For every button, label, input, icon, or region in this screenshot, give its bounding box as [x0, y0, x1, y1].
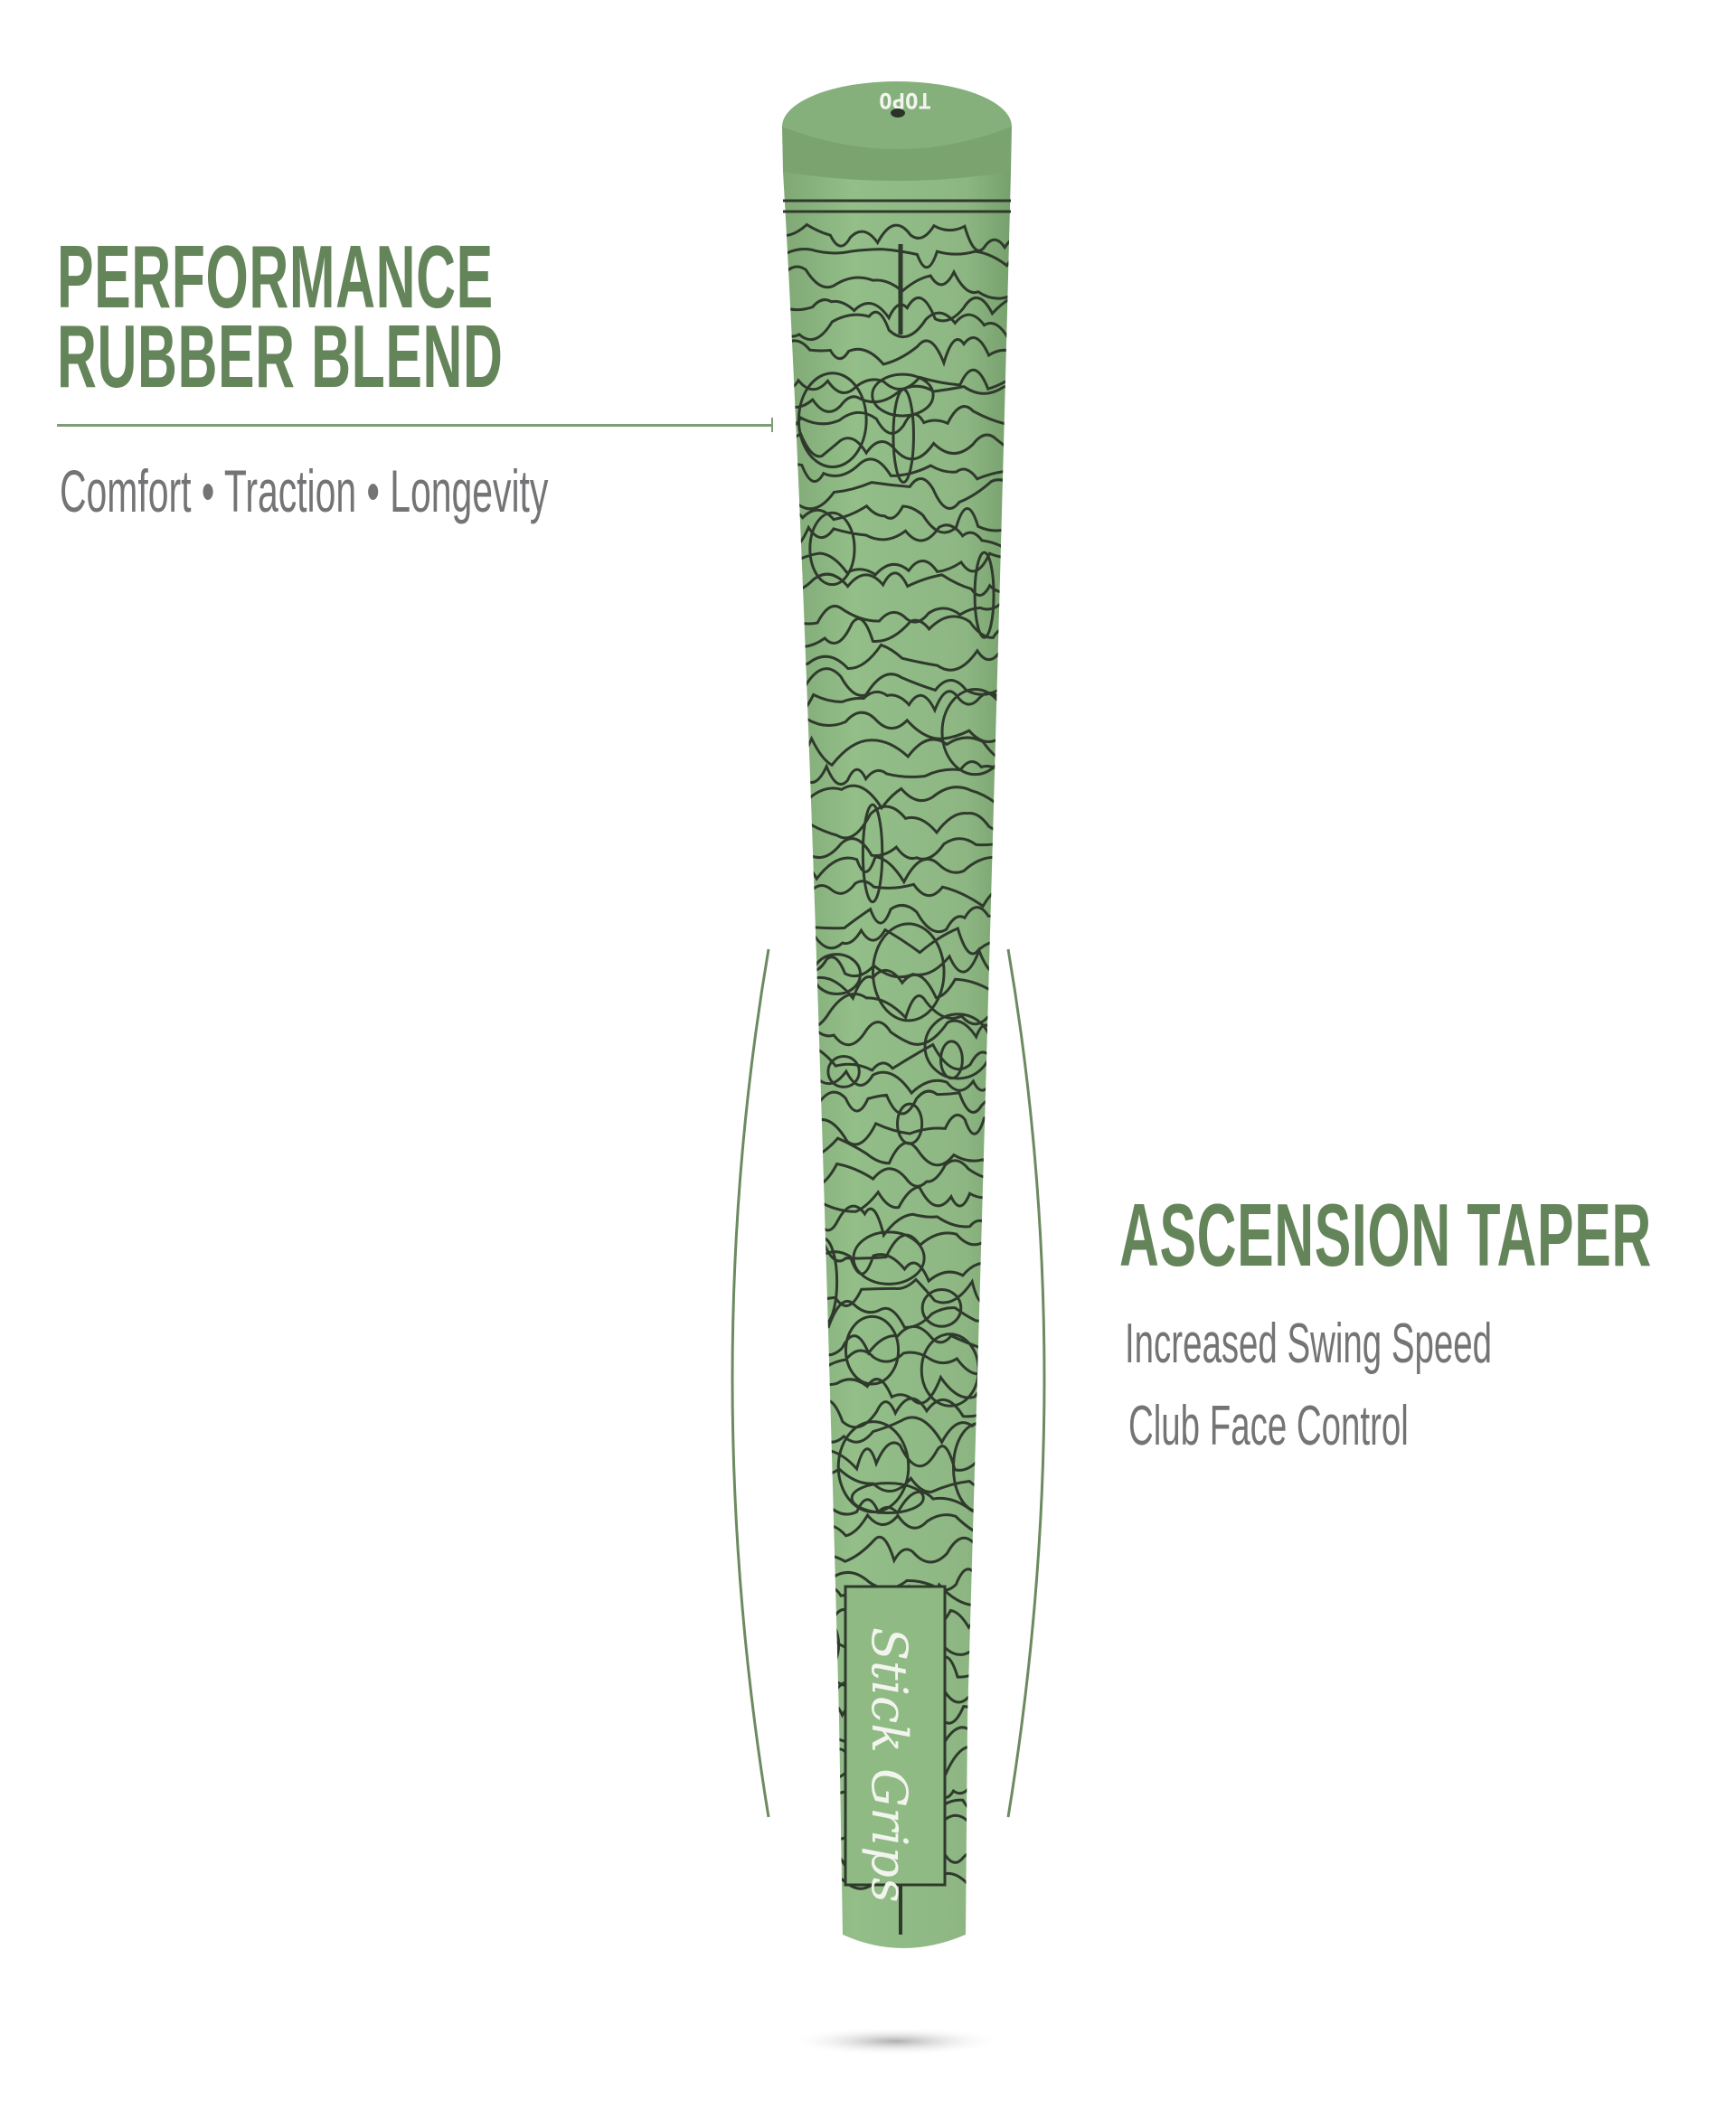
feature-benefits: Comfort • Traction • Longevity [60, 457, 549, 524]
taper-arc-left [731, 948, 770, 1818]
feature-title-line2: RUBBER BLEND [57, 306, 504, 406]
taper-arc-right [1006, 948, 1046, 1818]
brand-panel [844, 1585, 947, 1887]
divider-tick [771, 418, 773, 432]
cap-model-label: TOPO [879, 88, 931, 113]
taper-title: ASCENSION TAPER [1119, 1185, 1652, 1285]
taper-benefit-2: Club Face Control [1128, 1395, 1409, 1457]
feature-title-line1: PERFORMANCE [57, 227, 494, 326]
taper-benefit-1: Increased Swing Speed [1125, 1313, 1493, 1375]
divider-line [57, 424, 773, 427]
brand-logo: Stick Grips [861, 1627, 918, 1903]
shadow [787, 2027, 1004, 2056]
cap-vent-hole [891, 108, 905, 118]
